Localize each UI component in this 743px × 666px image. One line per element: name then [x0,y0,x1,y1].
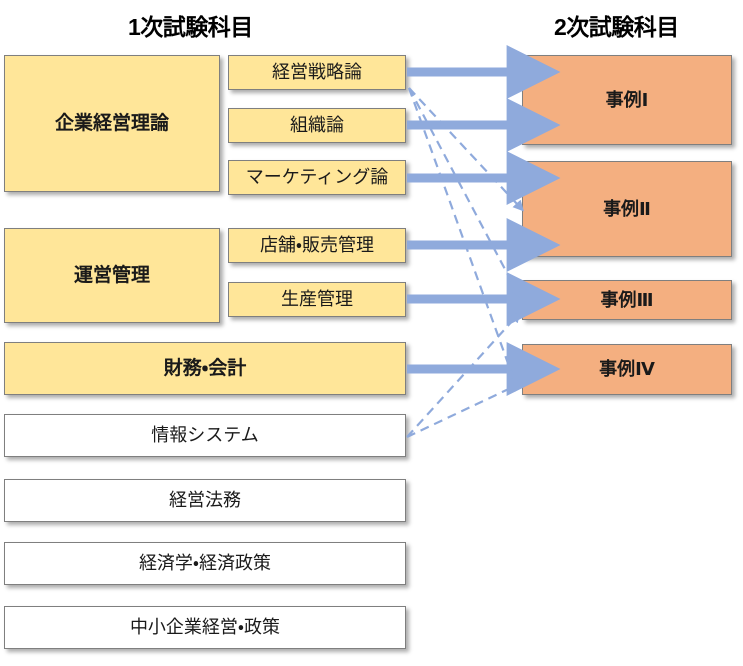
subject-box-sme-management-policy[interactable]: 中小企業経営・政策 [4,606,406,649]
arrow-info-systems-to-case4-dashed [406,381,523,438]
primary-exam-column-heading: 1次試験科目 [128,14,253,40]
subject-box-production-management[interactable]: 生産管理 [228,282,406,317]
subject-box-operations-management[interactable]: 運営管理 [4,228,220,323]
arrow-strategy-to-case3-dashed [408,87,521,298]
secondary-exam-column-heading: 2次試験科目 [554,14,679,40]
case-box-case-2[interactable]: 事例Ⅱ [522,161,732,257]
case-box-case-1[interactable]: 事例Ⅰ [522,55,732,145]
subject-box-information-systems[interactable]: 情報システム [4,414,406,457]
subject-box-finance-accounting[interactable]: 財務・会計 [4,342,406,395]
case-box-case-3[interactable]: 事例Ⅲ [522,280,732,320]
subject-box-corporate-management-theory[interactable]: 企業経営理論 [4,55,220,192]
case-box-case-4[interactable]: 事例Ⅳ [522,344,732,395]
arrow-info-systems-to-case3-dashed [406,311,521,438]
subject-box-store-sales-management[interactable]: 店舗・販売管理 [228,228,406,263]
subject-box-marketing-theory[interactable]: マーケティング論 [228,160,406,195]
arrow-strategy-to-case2-dashed [408,87,524,212]
subject-box-management-strategy-theory[interactable]: 経営戦略論 [228,55,406,90]
subject-box-business-law[interactable]: 経営法務 [4,479,406,522]
arrow-strategy-to-case4-dashed [407,87,519,389]
subject-box-economics-policy[interactable]: 経済学・経済政策 [4,542,406,585]
subject-box-organization-theory[interactable]: 組織論 [228,108,406,143]
